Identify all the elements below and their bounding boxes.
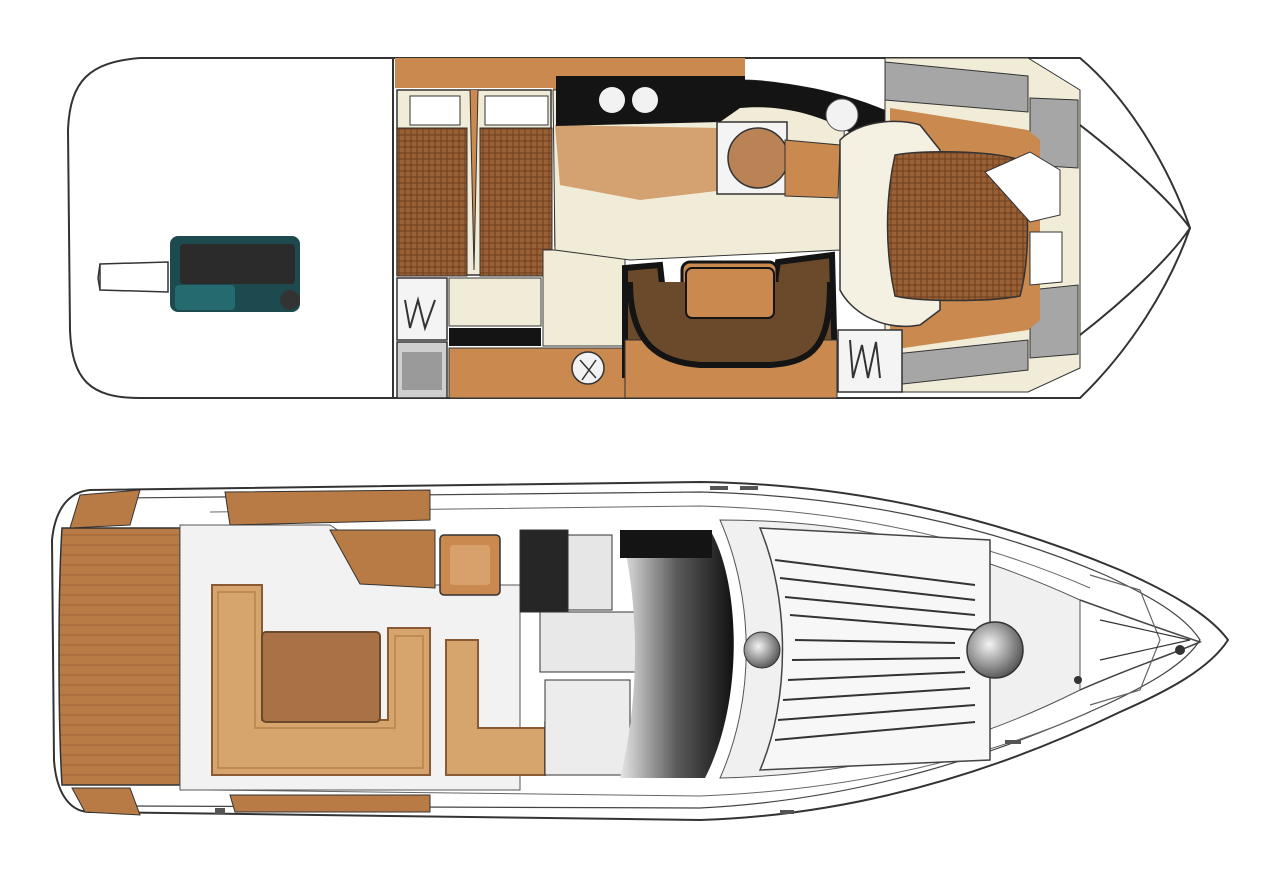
forward-cabin bbox=[837, 57, 1081, 393]
aft-heads bbox=[396, 277, 542, 399]
lower-deck-layout bbox=[66, 57, 1192, 399]
deck-hatch-aft bbox=[743, 631, 781, 669]
sunpad-grooves bbox=[774, 559, 976, 741]
aft-bed-left bbox=[396, 127, 468, 277]
cockpit bbox=[179, 489, 584, 813]
aft-cabin bbox=[395, 58, 553, 277]
saloon-u-sofa-lower bbox=[627, 281, 833, 368]
side-deck-fittings bbox=[215, 486, 1021, 814]
engine-room bbox=[97, 58, 394, 398]
swim-platform bbox=[58, 489, 181, 816]
cockpit-table bbox=[261, 631, 381, 723]
saloon bbox=[552, 58, 885, 399]
dinette-table bbox=[727, 127, 789, 189]
v-berth-bed bbox=[886, 150, 1029, 302]
deck-hatch-fwd bbox=[966, 621, 1024, 679]
windscreen-arch bbox=[620, 530, 734, 778]
aft-bed-right bbox=[479, 127, 553, 277]
helm-station bbox=[519, 529, 734, 778]
foredeck bbox=[719, 519, 1203, 779]
engine-unit bbox=[97, 236, 300, 312]
upper-deck-layout bbox=[50, 480, 1230, 822]
